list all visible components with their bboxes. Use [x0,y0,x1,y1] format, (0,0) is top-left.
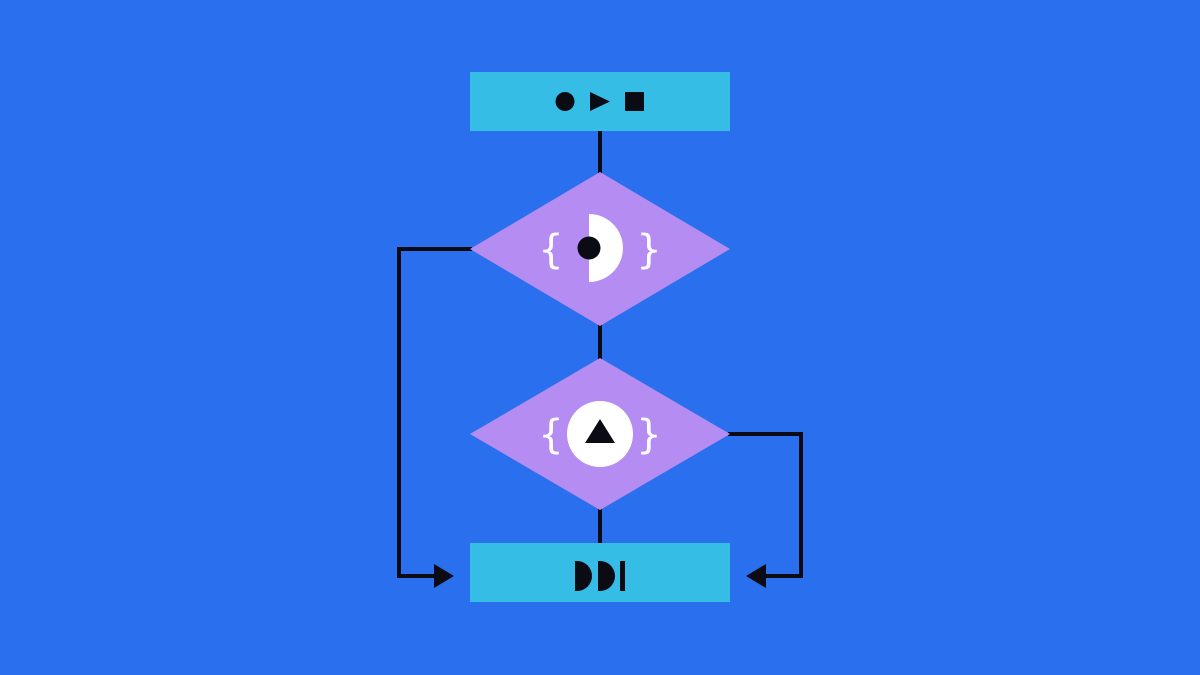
connectors [397,131,803,578]
node-decision-1: { } [470,172,730,326]
dot-icon [577,236,601,260]
right-brace-icon: } [636,412,661,458]
stop-icon [625,92,644,111]
arrowheads [434,564,766,588]
edge-left-loop [397,247,472,578]
node-end [470,543,730,602]
edge-right-loop [728,432,803,578]
half-disc-icon [589,214,623,282]
half-disc-icon [598,561,615,591]
circle-icon [555,92,575,111]
triangle-icon [585,419,615,443]
play-icon [590,92,610,111]
node-decision-2: { } [470,358,730,510]
arrow-right-icon [434,564,454,588]
left-brace-icon: { [538,227,563,273]
bar-icon [620,561,625,591]
arrow-left-icon [746,564,766,588]
node-start [470,72,730,131]
left-brace-icon: { [538,412,563,458]
right-brace-icon: } [636,227,661,273]
half-disc-icon [575,561,592,591]
